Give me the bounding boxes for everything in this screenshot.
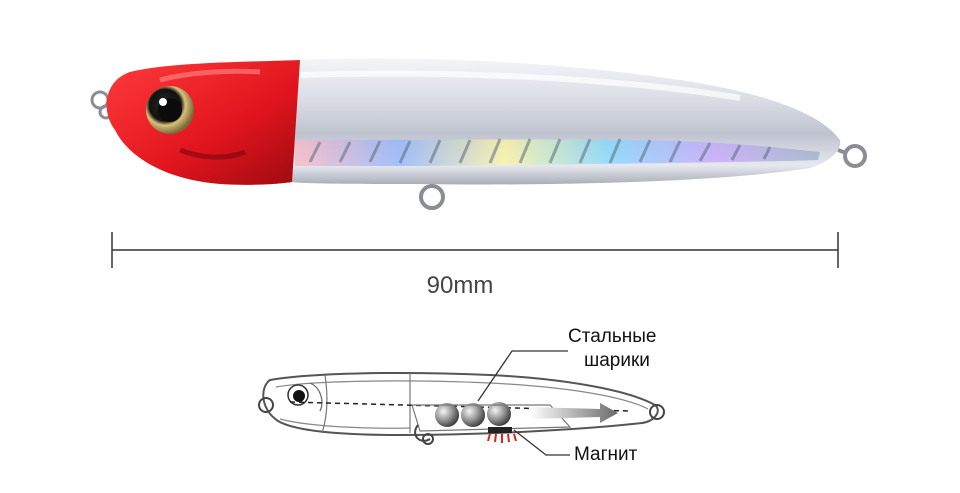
movement-arrow [530,403,618,423]
tail-eyelet [837,144,867,168]
length-label: 90mm [426,272,494,299]
steel-balls [435,402,511,427]
steel-balls-label-line1: Стальные [568,326,657,347]
magnet [488,427,512,433]
dimension-line [111,232,839,268]
lure-eye [146,86,194,134]
lure-head [106,60,300,185]
callout-line-magnet [513,429,570,456]
fishing-lure-photo [90,58,867,210]
magnet-label: Магнит [574,444,638,465]
lure-schematic [258,350,665,456]
steel-balls-label-line2: шарики [584,350,650,371]
callout-line-balls [477,350,568,402]
schematic-outline [262,371,659,437]
magnet-field-icon [487,433,517,443]
